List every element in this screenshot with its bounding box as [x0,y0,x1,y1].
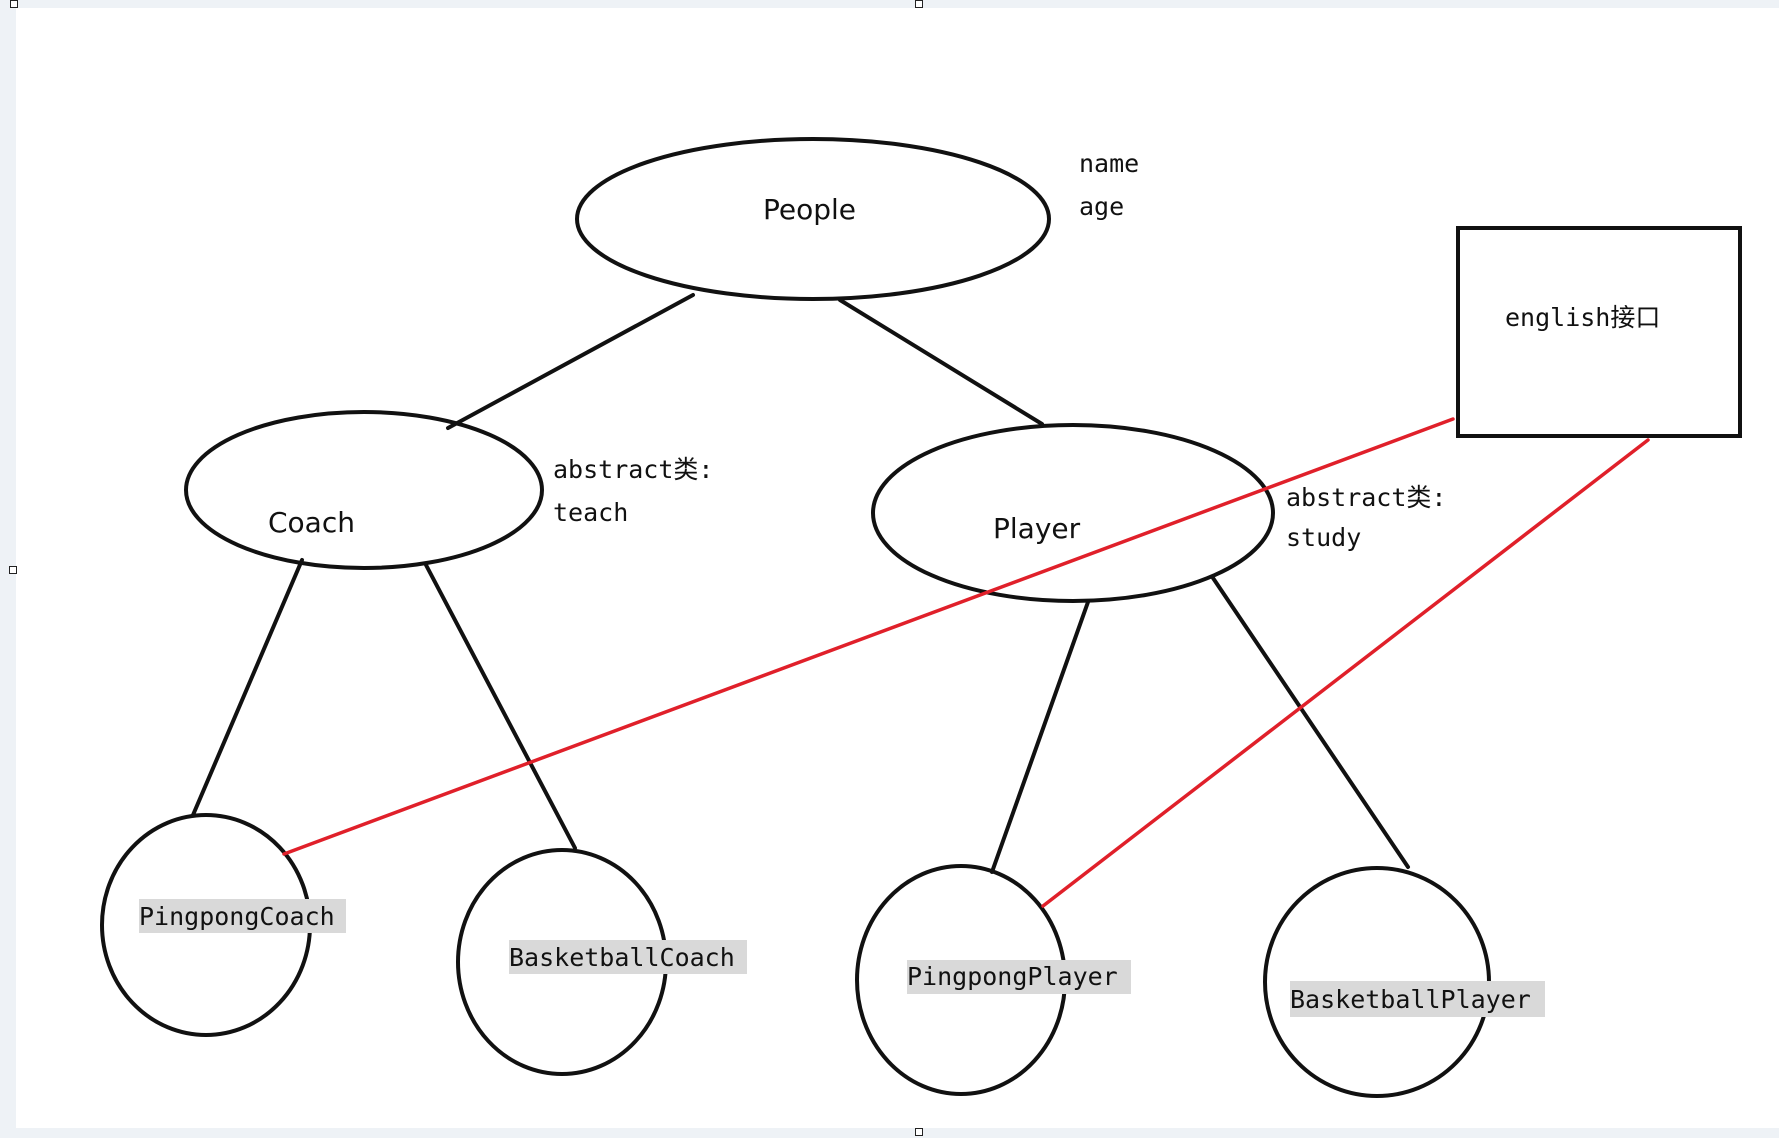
people-field-age: age [1079,192,1124,221]
edge-coach-basketballcoach [424,563,577,850]
basketballplayer-label-highlight [1290,981,1545,1017]
resize-handle-bottom-center[interactable] [915,1128,923,1136]
player-method-label: study [1286,523,1361,552]
edge-player-basketballplayer [1211,576,1410,869]
player-label: Player [993,512,1081,545]
people-field-name: name [1079,149,1139,178]
pingpongplayer-label: PingpongPlayer [907,962,1118,991]
edge-people-player [838,298,1044,426]
coach-label: Coach [268,506,355,539]
resize-handle-top-center[interactable] [915,0,923,8]
resize-handle-top-left[interactable] [10,0,18,8]
edge-english-pingpongcoach [282,417,1455,856]
edge-player-pingpongplayer [990,600,1090,874]
edge-english-pingpongplayer [1041,438,1650,908]
label-highlights [139,899,1545,1017]
pingpongplayer-label-highlight [907,960,1131,994]
english-interface-box[interactable] [1456,226,1742,438]
basketballplayer-label: BasketballPlayer [1290,985,1531,1014]
canvas-bottom-edge [0,1128,1779,1138]
player-ellipse[interactable] [871,423,1275,603]
resize-handle-middle-left[interactable] [9,566,17,574]
edge-coach-pingpongcoach [191,558,304,817]
coach-method-label: teach [553,498,628,527]
english-interface-label: english接口 [1505,303,1660,332]
player-kind-label: abstract类: [1286,483,1446,512]
basketballcoach-label: BasketballCoach [509,943,735,972]
canvas-left-edge [0,0,16,1138]
people-label: People [763,193,856,226]
coach-kind-label: abstract类: [553,455,713,484]
canvas-top-edge [0,0,1779,8]
interface-lines [282,417,1650,908]
coach-ellipse[interactable] [184,410,544,570]
pingpongcoach-label: PingpongCoach [139,902,335,931]
pingpongcoach-label-highlight [139,899,346,933]
edge-people-coach [446,293,695,430]
inheritance-lines [191,293,1410,874]
basketballcoach-label-highlight [509,940,747,974]
people-ellipse[interactable] [575,137,1051,301]
